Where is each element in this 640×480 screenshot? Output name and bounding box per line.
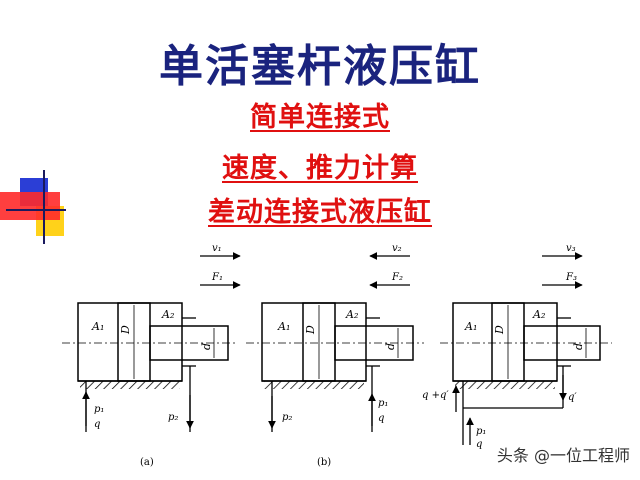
- return-pressure-label: p₂: [282, 412, 292, 423]
- pressure-label: p₁: [378, 398, 388, 409]
- caption-a: (a): [140, 457, 154, 468]
- pressure-label: p₁: [476, 426, 486, 437]
- link-speed-thrust-calc[interactable]: 速度、推力计算: [222, 153, 418, 184]
- red-bar: [0, 192, 60, 220]
- flow-label: q: [378, 413, 384, 424]
- area-a2-label: A₂: [532, 308, 545, 321]
- area-a2-label: A₂: [161, 308, 174, 321]
- caption-b: (b): [317, 457, 331, 468]
- cylinder-diagram-c: v₃ F₃ A₁ A₂ D d q +q′ q′ p₁ q: [422, 243, 612, 450]
- force-label: F₂: [391, 272, 403, 283]
- cylinder-diagram-b: v₂ F₂ A₁ A₂ D d p₂ p₁ q: [246, 243, 424, 432]
- return-flow-label: q′: [568, 392, 577, 403]
- combined-flow-label: q +q′: [422, 390, 449, 401]
- watermark: 头条 @一位工程师: [496, 446, 630, 465]
- diameter-label: D: [493, 325, 506, 335]
- area-a1-label: A₁: [464, 320, 477, 333]
- cylinder-diagram-a: v₁ F₁ A₁ A₂ D d p₁ q p₂: [62, 243, 241, 432]
- ground-hatch: [455, 381, 555, 389]
- ground-hatch: [264, 381, 364, 389]
- force-label: F₃: [565, 272, 577, 283]
- decorative-squares: [0, 170, 66, 244]
- rod-diameter-label: d: [200, 343, 213, 350]
- diameter-label: D: [304, 325, 317, 335]
- force-label: F₁: [211, 272, 223, 283]
- rod-diameter-label: d: [572, 343, 585, 350]
- page-title: 单活塞杆液压缸: [159, 41, 481, 92]
- pressure-label: p₁: [94, 404, 104, 415]
- rod-diameter-label: d: [384, 343, 397, 350]
- link-simple-connection[interactable]: 简单连接式: [250, 102, 390, 133]
- velocity-label: v₂: [392, 243, 402, 254]
- flow-label: q: [476, 439, 482, 450]
- velocity-label: v₁: [212, 243, 222, 254]
- area-a2-label: A₂: [345, 308, 358, 321]
- return-pressure-label: p₂: [168, 412, 178, 423]
- diameter-label: D: [119, 325, 132, 335]
- cylinder-diagrams: v₁ F₁ A₁ A₂ D d p₁ q p₂ (a) v₂ F₂: [62, 243, 612, 468]
- area-a1-label: A₁: [91, 320, 104, 333]
- ground-hatch: [80, 381, 180, 389]
- area-a1-label: A₁: [277, 320, 290, 333]
- velocity-label: v₃: [566, 243, 576, 254]
- link-differential-cylinder[interactable]: 差动连接式液压缸: [208, 197, 432, 228]
- flow-label: q: [94, 419, 100, 430]
